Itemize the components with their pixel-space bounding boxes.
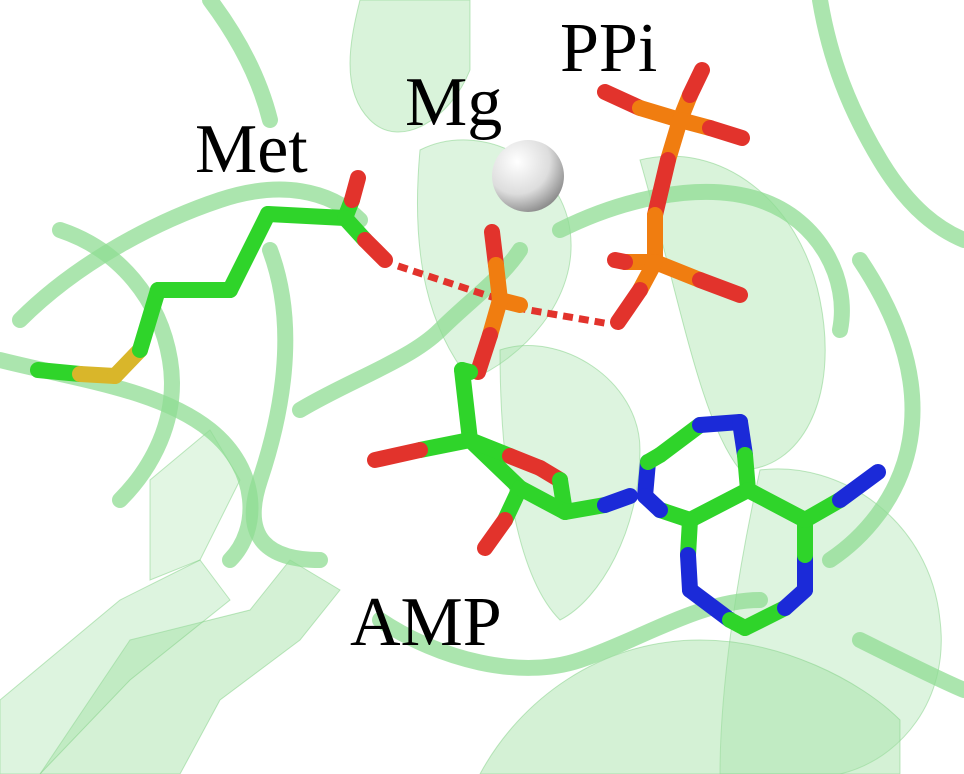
protein-loops [0, 0, 964, 698]
amp-phosphate [470, 224, 528, 380]
amp-label: AMP [350, 584, 502, 661]
loop-top-right [552, 183, 850, 338]
helix-top [349, 0, 471, 133]
magnesium-ion-icon [492, 140, 564, 212]
loop-left-mid [52, 222, 180, 508]
loop-top-left [202, 0, 278, 128]
loop-far-right [812, 0, 964, 248]
mg-label: Mg [405, 64, 503, 141]
helix-right [639, 155, 826, 471]
met-residue [30, 170, 393, 384]
beta-sheet-strand [0, 559, 231, 774]
loop-bottom-right [852, 632, 964, 698]
hbond-met-p [396, 262, 497, 302]
amp-adenine [637, 414, 886, 636]
ppi-group [597, 62, 750, 330]
loop-right-mid [822, 252, 921, 568]
loop-center [245, 242, 328, 568]
amp-ribose [367, 362, 638, 556]
ppi-label: PPi [560, 10, 658, 87]
ligand-sticks [30, 62, 886, 636]
bottom-sheet [479, 639, 901, 774]
beta-sheet-arrow [39, 559, 341, 774]
met-label: Met [195, 111, 308, 188]
loop-bottom [372, 592, 768, 676]
beta-sheet-strand-2 [149, 429, 241, 581]
loop-left-top [12, 181, 368, 328]
